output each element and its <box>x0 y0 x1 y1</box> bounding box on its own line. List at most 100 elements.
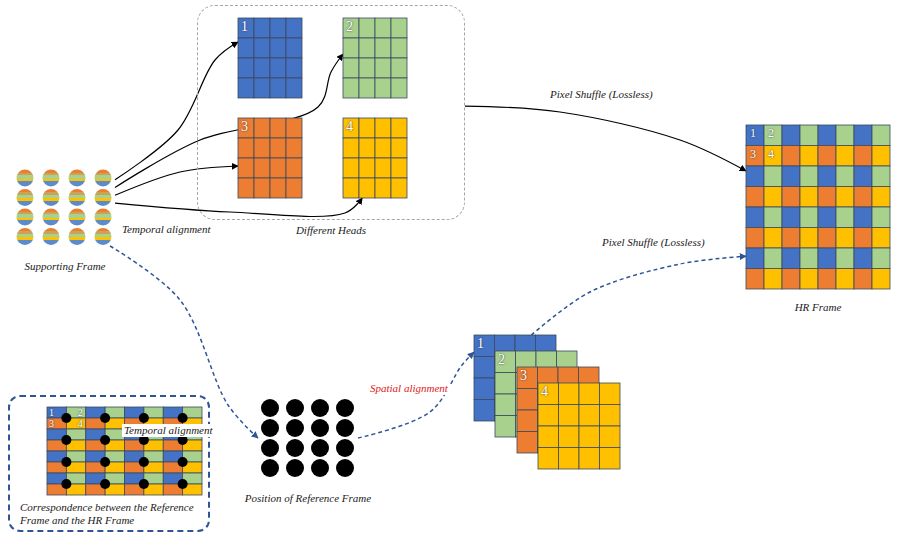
pixel-cell <box>238 78 254 98</box>
pixel-cell <box>286 118 302 138</box>
arrow <box>115 198 362 217</box>
caption: Different Heads <box>296 224 366 237</box>
pixel-cell <box>579 405 600 427</box>
pixel-cell <box>854 125 872 146</box>
pixel-cell <box>495 373 516 395</box>
pixel-cell <box>517 389 538 411</box>
pixel-cell <box>764 207 782 228</box>
reference-dot <box>261 459 279 477</box>
pixel-cell <box>538 426 559 448</box>
pixel-cell <box>800 166 818 187</box>
pixel-cell <box>286 78 302 98</box>
pixel-cell <box>474 378 495 400</box>
reference-dot <box>311 399 329 417</box>
pixel-cell <box>254 118 270 138</box>
reference-dot <box>311 419 329 437</box>
pixel-circle <box>17 170 34 187</box>
pixel-cell <box>746 146 764 167</box>
pixel-cell <box>854 187 872 208</box>
pixel-cell <box>359 138 375 158</box>
reference-dot <box>100 479 110 489</box>
pixel-cell <box>238 138 254 158</box>
reference-dot <box>61 413 71 423</box>
frame-grid: 4 <box>343 118 407 198</box>
pixel-cell <box>800 187 818 208</box>
reference-dot <box>178 479 188 489</box>
pixel-cell <box>836 248 854 269</box>
pixel-cell <box>579 448 600 470</box>
reference-dot <box>61 457 71 467</box>
pixel-cell <box>872 207 890 228</box>
pixel-circle <box>43 209 60 226</box>
pixel-cell <box>391 78 407 98</box>
dashed-arrow <box>531 256 746 335</box>
pixel-cell <box>359 78 375 98</box>
pixel-cell <box>495 416 516 438</box>
pixel-cell <box>818 228 836 249</box>
pixel-cell <box>872 228 890 249</box>
pixel-cell <box>270 158 286 178</box>
pixel-cell <box>238 58 254 78</box>
frame-grid: Supporting Frame <box>15 168 115 246</box>
pixel-cell <box>836 187 854 208</box>
pixel-circle <box>43 189 60 206</box>
pixel-cell <box>836 146 854 167</box>
pixel-cell <box>818 187 836 208</box>
pixel-cell <box>764 166 782 187</box>
reference-dot <box>286 399 304 417</box>
head-number: 3 <box>520 368 527 384</box>
pixel-cell <box>746 228 764 249</box>
pixel-cell <box>854 228 872 249</box>
pixel-cell <box>559 383 580 405</box>
frame-grid: 1 <box>238 18 302 98</box>
pixel-cell <box>818 125 836 146</box>
pixel-circle <box>69 189 86 206</box>
pixel-cell <box>254 78 270 98</box>
pixel-cell <box>286 38 302 58</box>
pixel-cell <box>254 178 270 198</box>
dashed-arrow <box>358 352 474 438</box>
pixel-cell <box>375 38 391 58</box>
pixel-circle <box>43 170 60 187</box>
pixel-cell <box>764 187 782 208</box>
pixel-cell <box>782 207 800 228</box>
pixel-cell <box>238 38 254 58</box>
pixel-cell <box>872 146 890 167</box>
pixel-cell <box>600 448 621 470</box>
reference-dot <box>178 413 188 423</box>
pixel-cell <box>818 269 836 290</box>
pixel-cell <box>517 410 538 432</box>
reference-dot <box>336 439 354 457</box>
reference-dot <box>311 439 329 457</box>
pixel-cell <box>538 448 559 470</box>
pixel-cell <box>474 400 495 422</box>
pixel-cell <box>343 78 359 98</box>
pixel-cell <box>254 58 270 78</box>
pixel-cell <box>375 178 391 198</box>
pixel-cell <box>359 178 375 198</box>
pixel-cell <box>800 207 818 228</box>
pixel-cell <box>375 18 391 38</box>
pixel-cell <box>359 118 375 138</box>
pixel-cell <box>359 158 375 178</box>
pixel-cell <box>270 58 286 78</box>
pixel-cell <box>286 58 302 78</box>
pixel-cell <box>286 18 302 38</box>
pixel-cell <box>579 383 600 405</box>
head-number: 4 <box>768 148 774 162</box>
pixel-cell <box>270 178 286 198</box>
pixel-cell <box>359 38 375 58</box>
pixel-cell <box>872 187 890 208</box>
pixel-cell <box>270 38 286 58</box>
pixel-cell <box>343 38 359 58</box>
pixel-cell <box>343 118 359 138</box>
head-number: 2 <box>498 352 505 368</box>
reference-dot <box>100 413 110 423</box>
pixel-cell <box>764 125 782 146</box>
reference-dot <box>261 439 279 457</box>
pixel-cell <box>238 118 254 138</box>
head-number: 3 <box>49 418 54 429</box>
pixel-cell <box>746 125 764 146</box>
pixel-cell <box>495 394 516 416</box>
